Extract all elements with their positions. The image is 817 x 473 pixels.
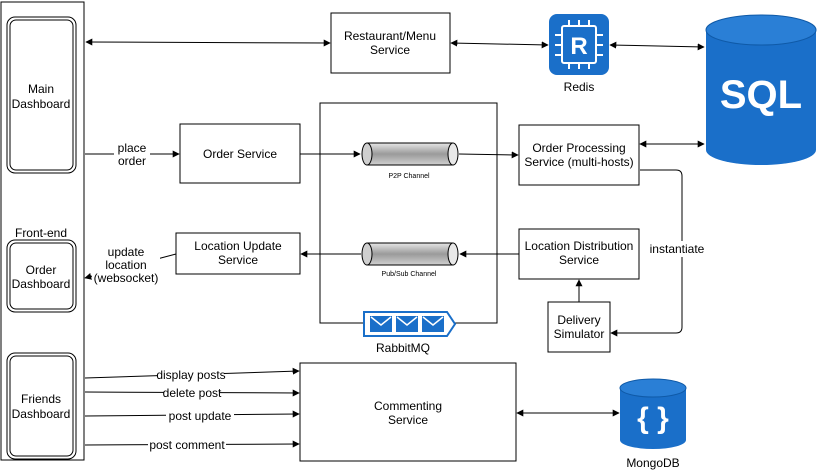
sql-label: SQL [720, 73, 802, 117]
svg-text:R: R [570, 33, 587, 60]
order-dashboard-line1: Order [26, 263, 57, 277]
rabbitmq-container [319, 102, 498, 324]
order-service[interactable]: Order Service [179, 123, 301, 184]
svg-text:{ }: { } [637, 402, 669, 435]
friends-dashboard-line1: Friends [21, 392, 61, 406]
mongodb-icon: { } MongoDB [619, 378, 687, 470]
p2p-channel: P2P Channel [361, 142, 459, 180]
edge-label-instantiate: instantiate [648, 241, 706, 257]
pubsub-channel-label: Pub/Sub Channel [382, 271, 437, 278]
friends-dashboard-line2: Dashboard [12, 407, 71, 421]
connectors [84, 38, 705, 448]
svg-text:display posts: display posts [156, 368, 225, 382]
redis-icon: R Redis [549, 14, 609, 94]
frontend-label: Front-end [15, 226, 67, 240]
sql-database-icon: SQL [705, 14, 817, 165]
main-dashboard-line2: Dashboard [12, 97, 71, 111]
edge-label-post-comment: post comment [148, 438, 226, 452]
svg-text:delete post: delete post [163, 386, 222, 400]
edge-label-delete-post: delete post [163, 386, 222, 400]
main-dashboard-line1: Main [28, 82, 54, 96]
p2p-channel-label: P2P Channel [388, 173, 430, 180]
redis-label: Redis [564, 80, 595, 94]
svg-text:Order Service: Order Service [203, 147, 277, 161]
rabbitmq-icon: RabbitMQ [363, 311, 457, 355]
svg-text:post update: post update [169, 409, 232, 423]
svg-text:post comment: post comment [149, 438, 225, 452]
svg-text:instantiate: instantiate [650, 242, 705, 256]
edge-label-post-update: post update [166, 409, 234, 423]
edge-label-display-posts: display posts [156, 368, 226, 382]
rabbitmq-label: RabbitMQ [376, 341, 430, 355]
order-dashboard-line2: Dashboard [12, 277, 71, 291]
mongodb-label: MongoDB [626, 456, 679, 470]
pubsub-channel: Pub/Sub Channel [361, 242, 459, 278]
